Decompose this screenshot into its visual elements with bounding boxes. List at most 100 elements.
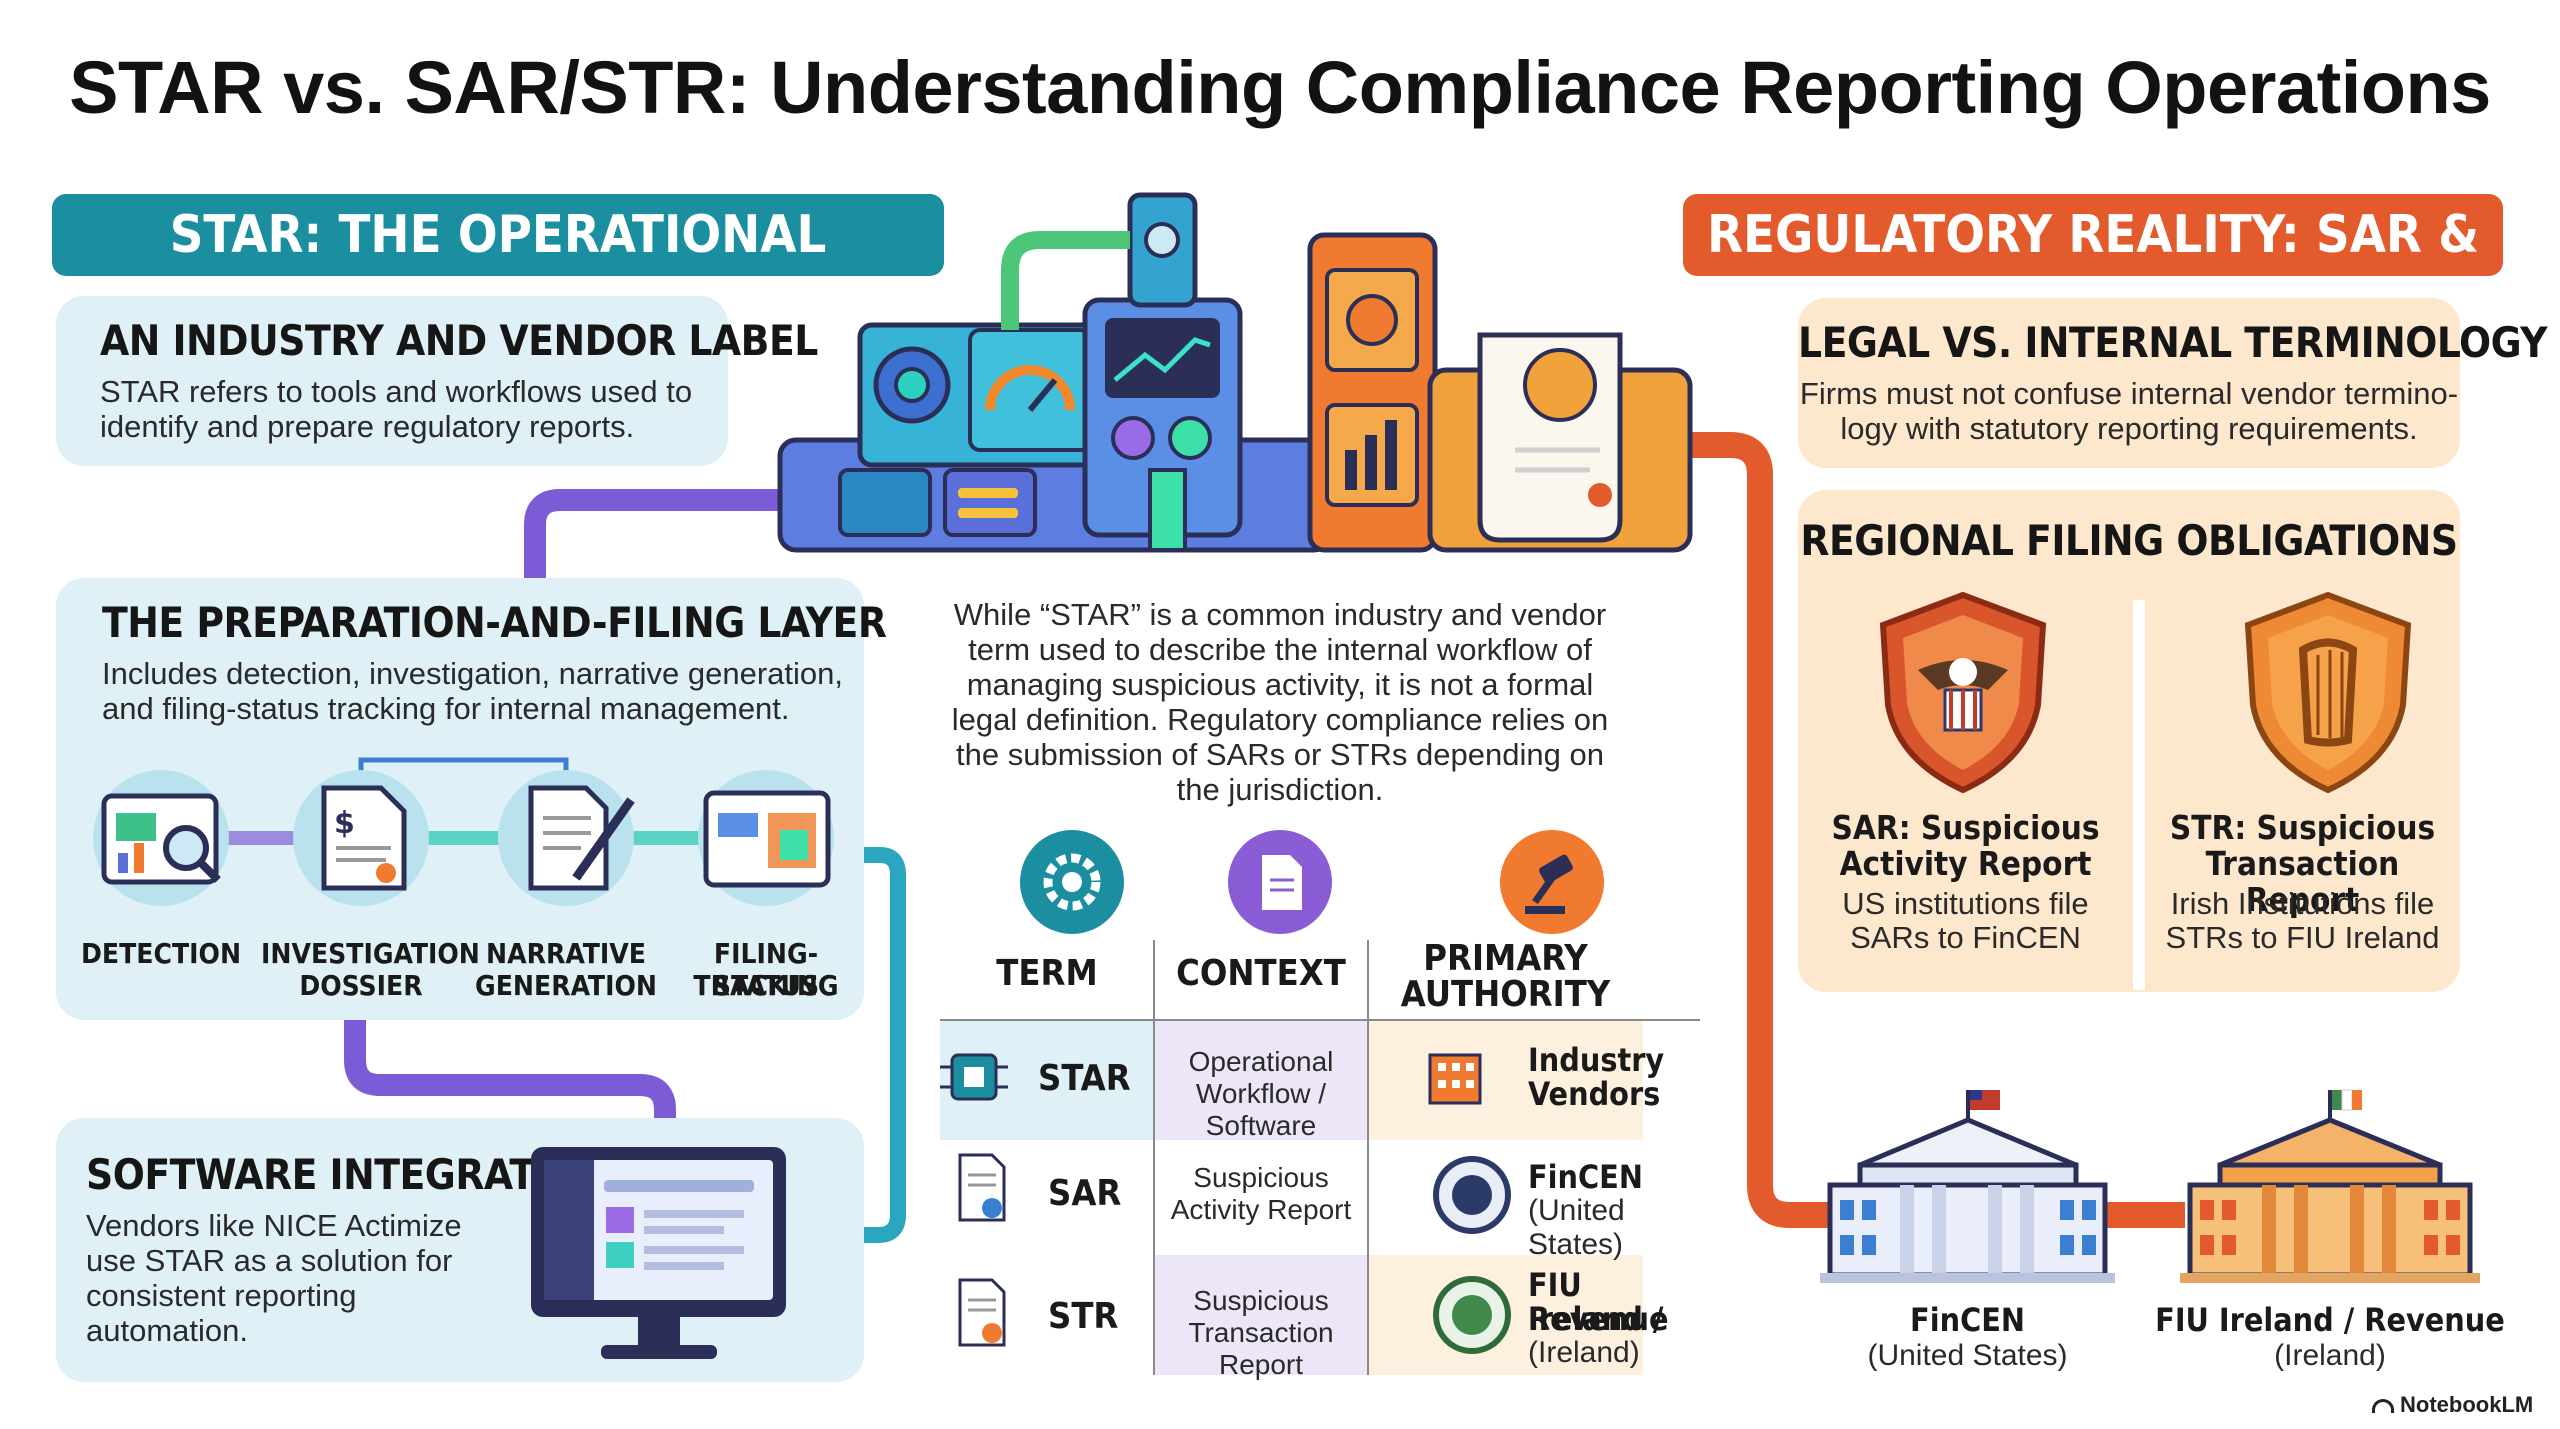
str-heading-1: STR: Suspicious xyxy=(2169,808,2436,847)
str-heading-2: Transaction Report xyxy=(2205,844,2400,919)
narrative-pen-icon xyxy=(498,770,635,906)
certificate-icon-sar xyxy=(958,1153,1006,1222)
prep-layer-line-2: and filing-status tracking for internal … xyxy=(102,691,790,726)
authority-sar-plain: (United States) xyxy=(1528,1194,1625,1261)
header-term: TERM xyxy=(996,953,1098,994)
gear-icon xyxy=(1020,830,1124,934)
str-text-2: STRs to FIU Ireland xyxy=(2165,920,2440,955)
gavel-icon xyxy=(1500,830,1604,934)
eagle-shield-icon xyxy=(1879,591,2047,794)
page-title: STAR vs. SAR/STR: Understanding Complian… xyxy=(69,46,2491,129)
center-note-line-6: the jurisdiction. xyxy=(1176,772,1384,807)
context-star-1: Operational xyxy=(1188,1046,1334,1077)
watermark-text: NotebookLM xyxy=(2400,1392,2534,1417)
fincen-building-sublabel: (United States) xyxy=(1867,1339,2068,1372)
regional-heading: REGIONAL FILING OBLIGATIONS xyxy=(1800,516,2458,565)
authority-star-2: Vendors xyxy=(1528,1075,1661,1113)
sar-heading-2: Activity Report xyxy=(1839,844,2092,883)
industry-label-line-2: identify and prepare regulatory reports. xyxy=(100,409,635,444)
header-authority-1: PRIMARY xyxy=(1423,938,1588,979)
chip-icon xyxy=(940,1053,1008,1101)
context-sar-2: Activity Report xyxy=(1170,1194,1352,1225)
authority-str-plain: (Ireland) xyxy=(1528,1336,1640,1369)
sar-heading-1: SAR: Suspicious xyxy=(1831,808,2100,847)
industry-label-heading: AN INDUSTRY AND VENDOR LABEL xyxy=(100,316,818,365)
document-icon xyxy=(1228,830,1332,934)
building-icon xyxy=(1428,1053,1482,1105)
context-str-2: Transaction Report xyxy=(1188,1317,1334,1380)
table-graphics xyxy=(940,830,1700,1375)
authority-sar-1: FinCEN xyxy=(1528,1158,1643,1196)
software-line-4: automation. xyxy=(86,1313,248,1348)
sar-text-2: SARs to FinCEN xyxy=(1850,920,2081,955)
header-authority-2: AUTHORITY xyxy=(1400,974,1611,1015)
dossier-document-icon: $ xyxy=(293,770,429,906)
authority-str-2: Revenue xyxy=(1528,1300,1669,1338)
context-str-1: Suspicious xyxy=(1193,1285,1329,1316)
software-line-1: Vendors like NICE Actimize xyxy=(86,1208,462,1243)
fincen-seal-icon xyxy=(1433,1156,1511,1234)
legal-terminology-panel: LEGAL VS. INTERNAL TERMINOLOGY Firms mus… xyxy=(1798,298,2548,468)
regional-obligations-panel: REGIONAL FILING OBLIGATIONS SAR: Suspici… xyxy=(1798,490,2460,992)
right-section-banner: REGULATORY REALITY: SAR & STR xyxy=(1683,194,2503,347)
teal-pipe xyxy=(854,847,906,1243)
certificate-icon-str xyxy=(958,1278,1006,1347)
industry-label-panel: AN INDUSTRY AND VENDOR LABEL STAR refers… xyxy=(56,296,818,466)
magnifier-dashboard-icon xyxy=(93,770,229,906)
center-note-line-5: the submission of SARs or STRs depending… xyxy=(956,737,1604,772)
center-note-line-1: While “STAR” is a common industry and ve… xyxy=(953,597,1607,632)
step-narrative-label-1: NARRATIVE xyxy=(486,937,646,970)
regional-divider xyxy=(2133,600,2145,990)
header-context: CONTEXT xyxy=(1176,953,1346,994)
purple-pipe xyxy=(524,489,801,591)
step-narrative-label-2: GENERATION xyxy=(475,969,657,1002)
step-tracking-label-1: FILING-STATUS xyxy=(712,937,820,1002)
context-star-2: Workflow / Software xyxy=(1195,1078,1327,1141)
machine-illustration xyxy=(777,192,1693,553)
legal-heading: LEGAL VS. INTERNAL TERMINOLOGY xyxy=(1798,318,2548,367)
notebooklm-logo-icon xyxy=(2372,1399,2394,1413)
legal-line-1: Firms must not confuse internal vendor t… xyxy=(1799,376,2459,411)
center-note: While “STAR” is a common industry and ve… xyxy=(930,597,1630,807)
software-heading: SOFTWARE INTEGRATION xyxy=(86,1150,611,1199)
left-section-banner: STAR: THE OPERATIONAL WORKFLOW xyxy=(52,194,944,347)
prep-layer-heading: THE PREPARATION-AND-FILING LAYER xyxy=(102,598,887,647)
svg-text:$: $ xyxy=(334,806,355,841)
sar-text-1: US institutions file xyxy=(1842,886,2089,921)
term-str: STR xyxy=(1048,1296,1119,1337)
center-note-line-4: legal definition. Regulatory compliance … xyxy=(951,702,1609,737)
fiu-building-label: FIU Ireland / Revenue xyxy=(2155,1301,2505,1339)
authority-str-1: FIU Ireland / xyxy=(1528,1266,1664,1338)
center-note-line-2: term used to describe the internal workf… xyxy=(968,632,1592,667)
step-investigation-label-2: DOSSIER xyxy=(299,969,423,1002)
purple-pipe-2 xyxy=(344,1004,676,1136)
fiu-ireland-building-icon xyxy=(2180,1089,2480,1283)
industry-label-line-1: STAR refers to tools and workflows used … xyxy=(100,374,693,409)
monitor-icon xyxy=(531,1147,786,1359)
prep-layer-panel: THE PREPARATION-AND-FILING LAYER Include… xyxy=(56,578,887,1020)
center-note-line-3: managing suspicious activity, it is not … xyxy=(966,667,1594,702)
authority-star-1: Industry xyxy=(1528,1041,1665,1079)
context-sar-1: Suspicious xyxy=(1193,1162,1329,1193)
fiu-seal-icon xyxy=(1433,1276,1511,1354)
software-line-3: consistent reporting xyxy=(86,1278,357,1313)
fincen-building-icon xyxy=(1820,1090,2115,1283)
step-detection-label: DETECTION xyxy=(80,937,242,970)
software-line-2: use STAR as a solution for xyxy=(86,1243,453,1278)
str-text-1: Irish Institutions file xyxy=(2170,886,2435,921)
prep-layer-line-1: Includes detection, investigation, narra… xyxy=(102,656,844,691)
comparison-table: TERM CONTEXT PRIMARY AUTHORITY STAR Oper… xyxy=(940,830,1700,1390)
fincen-building-label: FinCEN xyxy=(1910,1301,2025,1339)
tracking-screen-icon xyxy=(698,770,834,906)
step-investigation-label-1: INVESTIGATION xyxy=(261,937,480,970)
fiu-building-sublabel: (Ireland) xyxy=(2274,1339,2386,1372)
workflow-steps-graphic: $ xyxy=(93,757,834,906)
term-star: STAR xyxy=(1038,1058,1131,1099)
harp-shield-icon xyxy=(2244,591,2412,794)
step-tracking-label-2: TRACKING xyxy=(693,969,839,1002)
legal-line-2: logy with statutory reporting requiremen… xyxy=(1840,411,2418,446)
orange-pipe xyxy=(1690,432,1845,1228)
watermark: NotebookLM xyxy=(2372,1392,2533,1418)
software-integration-panel: SOFTWARE INTEGRATION Vendors like NICE A… xyxy=(56,1118,864,1382)
